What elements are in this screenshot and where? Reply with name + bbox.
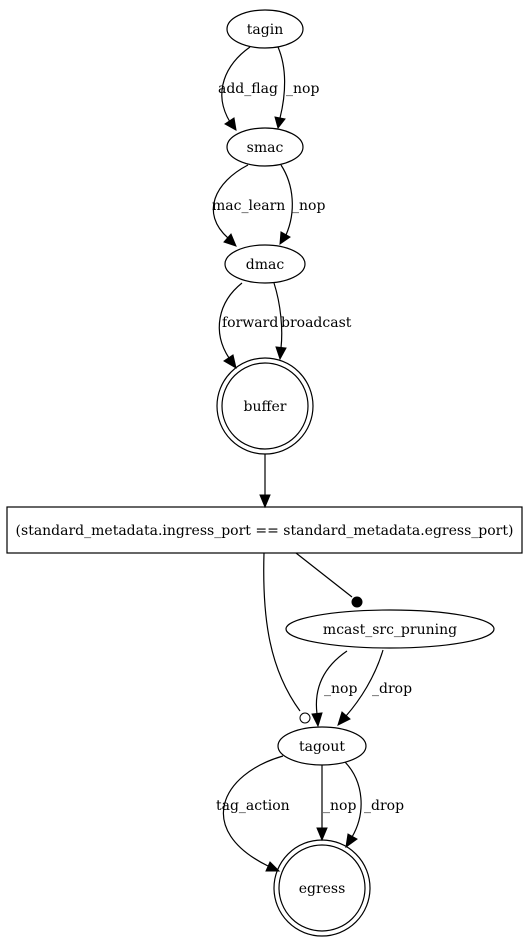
- edge-tagout-egress-drop: _drop: [344, 761, 404, 849]
- edge-label-forward: forward: [222, 315, 278, 331]
- edge-tagin-smac-add-flag: add_flag: [218, 46, 278, 131]
- node-condition-label: (standard_metadata.ingress_port == stand…: [16, 523, 514, 539]
- node-mcast-src-pruning: mcast_src_pruning: [285, 609, 495, 649]
- edge-label-add-flag: add_flag: [218, 81, 278, 97]
- node-egress-label: egress: [299, 881, 346, 897]
- node-condition: (standard_metadata.ingress_port == stand…: [6, 506, 523, 554]
- edge-pruning-tagout-drop: _drop: [337, 649, 412, 726]
- node-dmac: dmac: [224, 244, 306, 284]
- edge-dmac-buffer-broadcast: broadcast: [273, 282, 352, 361]
- edge-label-tagout-drop: _drop: [364, 798, 404, 814]
- node-smac-label: smac: [247, 140, 284, 156]
- node-tagout: tagout: [277, 726, 367, 766]
- edge-smac-dmac-nop: _nop: [279, 164, 325, 246]
- node-mcast-src-pruning-label: mcast_src_pruning: [323, 622, 457, 638]
- node-egress: egress: [273, 839, 371, 937]
- edge-label-tagin-nop: _nop: [286, 81, 319, 97]
- edge-label-smac-nop: _nop: [292, 198, 325, 214]
- node-tagin: tagin: [226, 9, 304, 49]
- edge-label-pruning-drop: _drop: [372, 681, 412, 697]
- edge-label-broadcast: broadcast: [281, 315, 352, 331]
- edge-condition-pruning-true: [295, 552, 363, 608]
- edge-label-tagout-nop: _nop: [323, 798, 356, 814]
- edge-tagin-smac-nop: _nop: [274, 46, 319, 130]
- node-buffer: buffer: [216, 357, 314, 455]
- edge-condition-tagout-false: [263, 552, 311, 724]
- node-dmac-label: dmac: [246, 257, 285, 273]
- node-tagin-label: tagin: [247, 22, 283, 38]
- edge-tagout-egress-tag-action: tag_action: [216, 755, 290, 872]
- node-buffer-label: buffer: [244, 399, 287, 415]
- edge-dmac-buffer-forward: forward: [218, 282, 278, 370]
- edge-buffer-condition: [259, 454, 271, 509]
- edge-smac-dmac-mac-learn: mac_learn: [212, 164, 285, 247]
- edge-pruning-tagout-nop: _nop: [311, 650, 357, 728]
- edge-label-pruning-nop: _nop: [324, 681, 357, 697]
- edge-tagout-egress-nop: _nop: [316, 765, 356, 842]
- edge-label-mac-learn: mac_learn: [212, 198, 285, 214]
- node-tagout-label: tagout: [299, 739, 345, 755]
- node-smac: smac: [226, 127, 304, 167]
- edge-label-tag-action: tag_action: [216, 798, 290, 814]
